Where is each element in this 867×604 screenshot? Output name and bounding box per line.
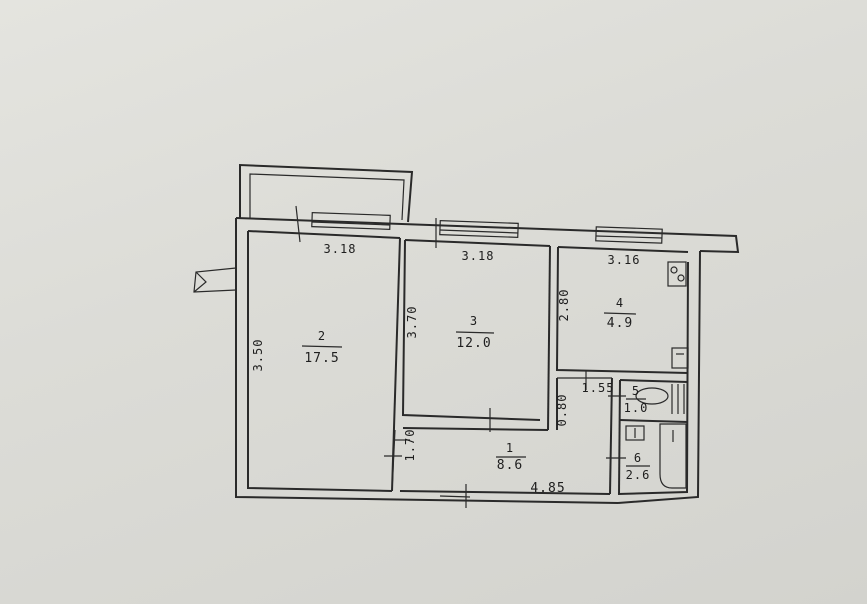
room-labels: 2 17.5 3 12.0 4 4.9 1 8.6 5 1.0 6 2.6 xyxy=(301,296,651,482)
room-area: 1.0 xyxy=(624,401,649,415)
dim-room2-width: 3.18 xyxy=(324,242,357,256)
door-marks xyxy=(384,370,626,508)
room-area: 12.0 xyxy=(456,336,491,351)
dim-room4-width: 3.16 xyxy=(608,253,641,267)
stove-icon xyxy=(667,261,687,287)
room-area: 17.5 xyxy=(304,351,339,366)
windows xyxy=(295,205,663,248)
dim-room3-width: 3.18 xyxy=(462,249,495,263)
dim-hall-width: 1.70 xyxy=(403,429,417,462)
bath-sink-icon xyxy=(625,425,645,441)
room-number: 5 xyxy=(632,384,640,398)
dim-room3-length: 3.70 xyxy=(405,306,419,339)
kitchen-sink-icon xyxy=(671,347,689,369)
room-number: 3 xyxy=(470,314,478,328)
dim-wc-width: 1.55 xyxy=(582,381,615,395)
room-area: 8.6 xyxy=(497,458,523,473)
dim-room4-length: 2.80 xyxy=(557,289,571,322)
dimension-labels: 3.18 3.18 3.16 3.50 3.70 2.80 1.55 0.80 … xyxy=(251,242,641,496)
room-number: 4 xyxy=(616,296,624,310)
outer-walls xyxy=(193,217,740,504)
dim-hall-step: 0.80 xyxy=(555,394,569,427)
room-area: 4.9 xyxy=(607,316,633,331)
interior-walls xyxy=(247,230,689,495)
dim-room2-length: 3.50 xyxy=(251,339,265,372)
room-number: 1 xyxy=(506,441,514,455)
bathtub-icon xyxy=(659,423,687,489)
toilet-icon xyxy=(635,384,685,414)
room-number: 2 xyxy=(318,329,326,343)
balcony xyxy=(239,163,414,223)
room-area: 2.6 xyxy=(626,468,651,482)
dim-hall-length: 4.85 xyxy=(530,481,565,496)
room-number: 6 xyxy=(634,451,642,465)
